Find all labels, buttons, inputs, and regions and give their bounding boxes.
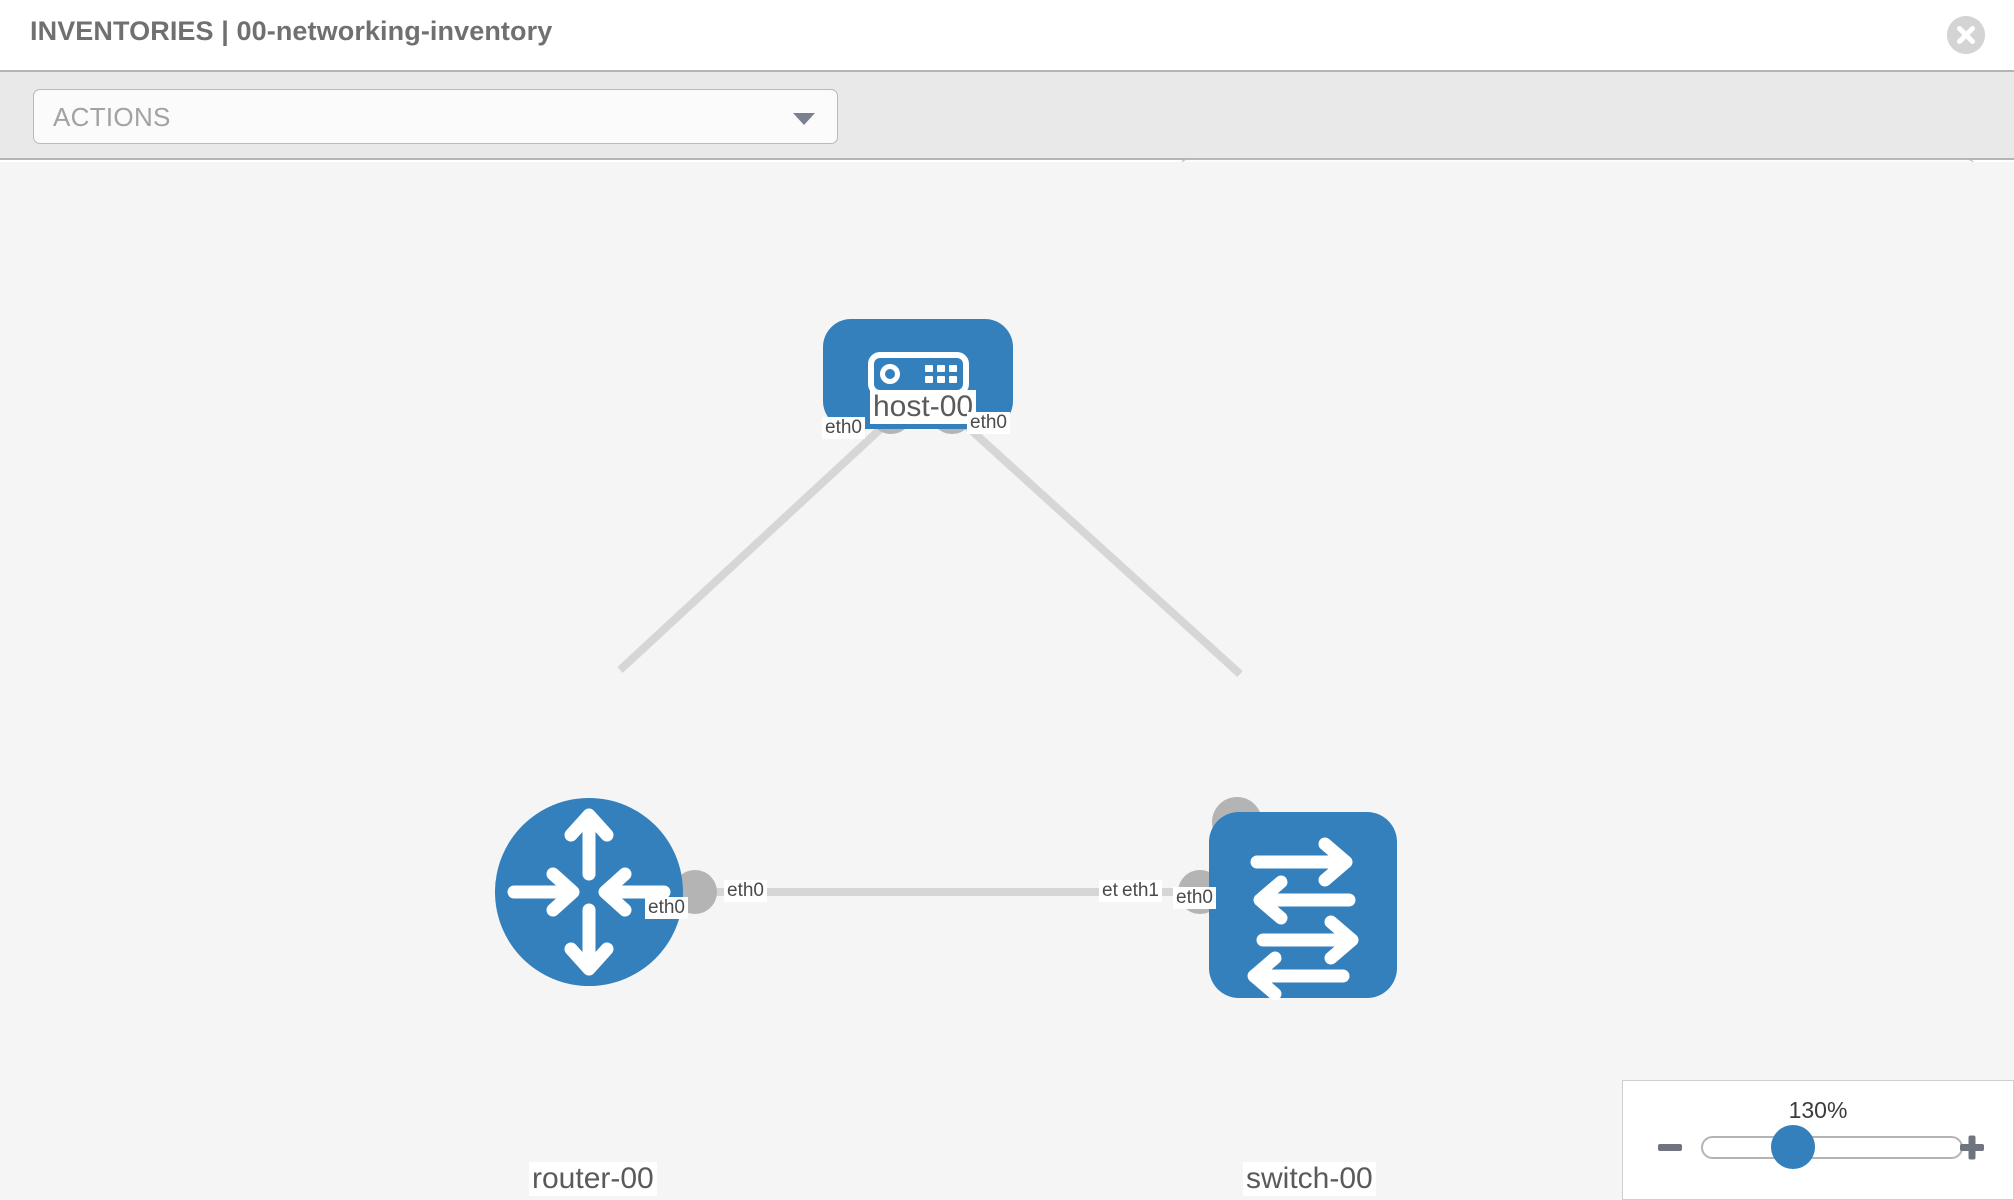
topology-graph [495,319,1397,1001]
page-title: INVENTORIES | 00-networking-inventory [30,16,553,46]
iface-label-router-right: eth0 [724,880,767,902]
close-icon[interactable] [1947,16,1985,54]
toolbar: ACTIONS SEARCH [0,70,2014,214]
link-host-switch [957,417,1243,677]
zoom-level-value: 130% [1788,1097,1848,1123]
page-header: INVENTORIES | 00-networking-inventory [0,0,2014,70]
plus-icon[interactable] [1957,1133,1987,1168]
topology-stubs [673,390,1262,914]
iface-label-router-up: eth0 [645,897,688,919]
actions-dropdown-label: ACTIONS [53,102,171,132]
iface-label-switch-left-b: eth1 [1119,880,1162,902]
node-switch-00 [1209,812,1397,1001]
chevron-down-icon [793,113,815,125]
topology-links [617,417,1243,896]
node-label-router-00: router-00 [529,1162,657,1196]
iface-label-host-right: eth0 [967,412,1010,434]
node-label-switch-00: switch-00 [1243,1162,1376,1196]
node-router-00 [495,798,683,986]
zoom-slider-thumb[interactable] [1771,1125,1815,1169]
actions-dropdown[interactable]: ACTIONS [33,89,838,144]
zoom-control-panel: 130% [1622,1080,2014,1200]
topology-canvas[interactable]: eth0 host-00 eth0 eth0 eth0 eth0 eth0 et… [0,162,2014,1200]
zoom-slider[interactable] [1701,1136,1963,1159]
link-host-router [617,419,891,673]
minus-icon[interactable] [1655,1133,1685,1168]
iface-label-switch-up: eth0 [1173,887,1216,909]
node-label-host-00: host-00 [870,390,977,424]
iface-label-host-left: eth0 [822,417,865,439]
